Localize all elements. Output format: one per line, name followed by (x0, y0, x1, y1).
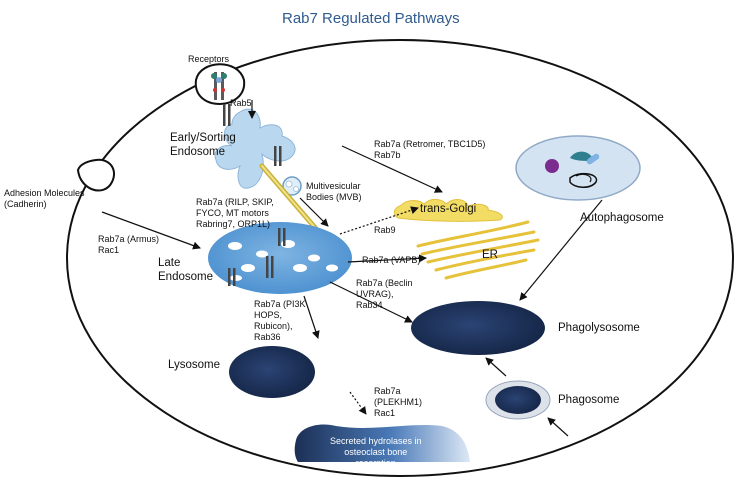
receptor-pit (194, 63, 246, 106)
label-vapb: Rab7a (VAPB) (362, 255, 421, 265)
arrow-early-golgi (341, 145, 443, 193)
label-plekhm1: Rab7a(PLEKHM1)Rac1 (374, 386, 423, 418)
arrow-late-lysosome (303, 295, 320, 339)
label-trans-golgi: trans-Golgi (420, 203, 477, 215)
lysosome-shape (229, 346, 315, 398)
label-autophagosome: Autophagosome (580, 212, 664, 224)
arrow-lysosome-secreted (349, 391, 367, 415)
early-endosome (214, 108, 296, 189)
cell-membrane (66, 39, 734, 477)
label-adhesion-molecules: Adhesion Molecules(Cadherin) (4, 188, 85, 209)
label-receptors: Receptors (188, 54, 230, 64)
diagram-title: Rab7 Regulated Pathways (282, 10, 460, 27)
late-endosome (208, 222, 352, 294)
label-phagosome: Phagosome (558, 394, 620, 406)
er-shape (416, 220, 540, 280)
arrow-autophago-phagolyso (519, 199, 603, 301)
arrow-late-phagolysosome (329, 281, 413, 323)
phagosome-inner (495, 386, 541, 414)
label-rab9: Rab9 (374, 225, 396, 235)
label-lysosome: Lysosome (168, 359, 220, 371)
label-er: ER (482, 249, 498, 261)
trans-golgi-shape (393, 198, 503, 222)
receptor-proteins (223, 104, 286, 286)
arrow-phagosome-phagolyso (485, 357, 507, 377)
arrow-inward-phagosome (547, 417, 569, 437)
arrow-mvb-late (299, 197, 329, 227)
secreted-hydrolases-shape (294, 424, 470, 462)
adhesion-pit (76, 158, 115, 192)
label-rab5: Rab5 (230, 98, 252, 108)
arrow-late-er (347, 254, 427, 263)
arrow-adhesion-late (101, 211, 201, 250)
autophagosome-shape (515, 135, 641, 201)
arrows (101, 100, 603, 437)
phagolysosome-shape (411, 301, 545, 355)
label-armus: Rab7a (Armus)Rac1 (98, 234, 160, 255)
label-retromer: Rab7a (Retromer, TBC1D5)Rab7b (374, 139, 486, 160)
label-phagolysosome: Phagolysosome (558, 322, 640, 334)
arrow-late-golgi (339, 206, 419, 235)
